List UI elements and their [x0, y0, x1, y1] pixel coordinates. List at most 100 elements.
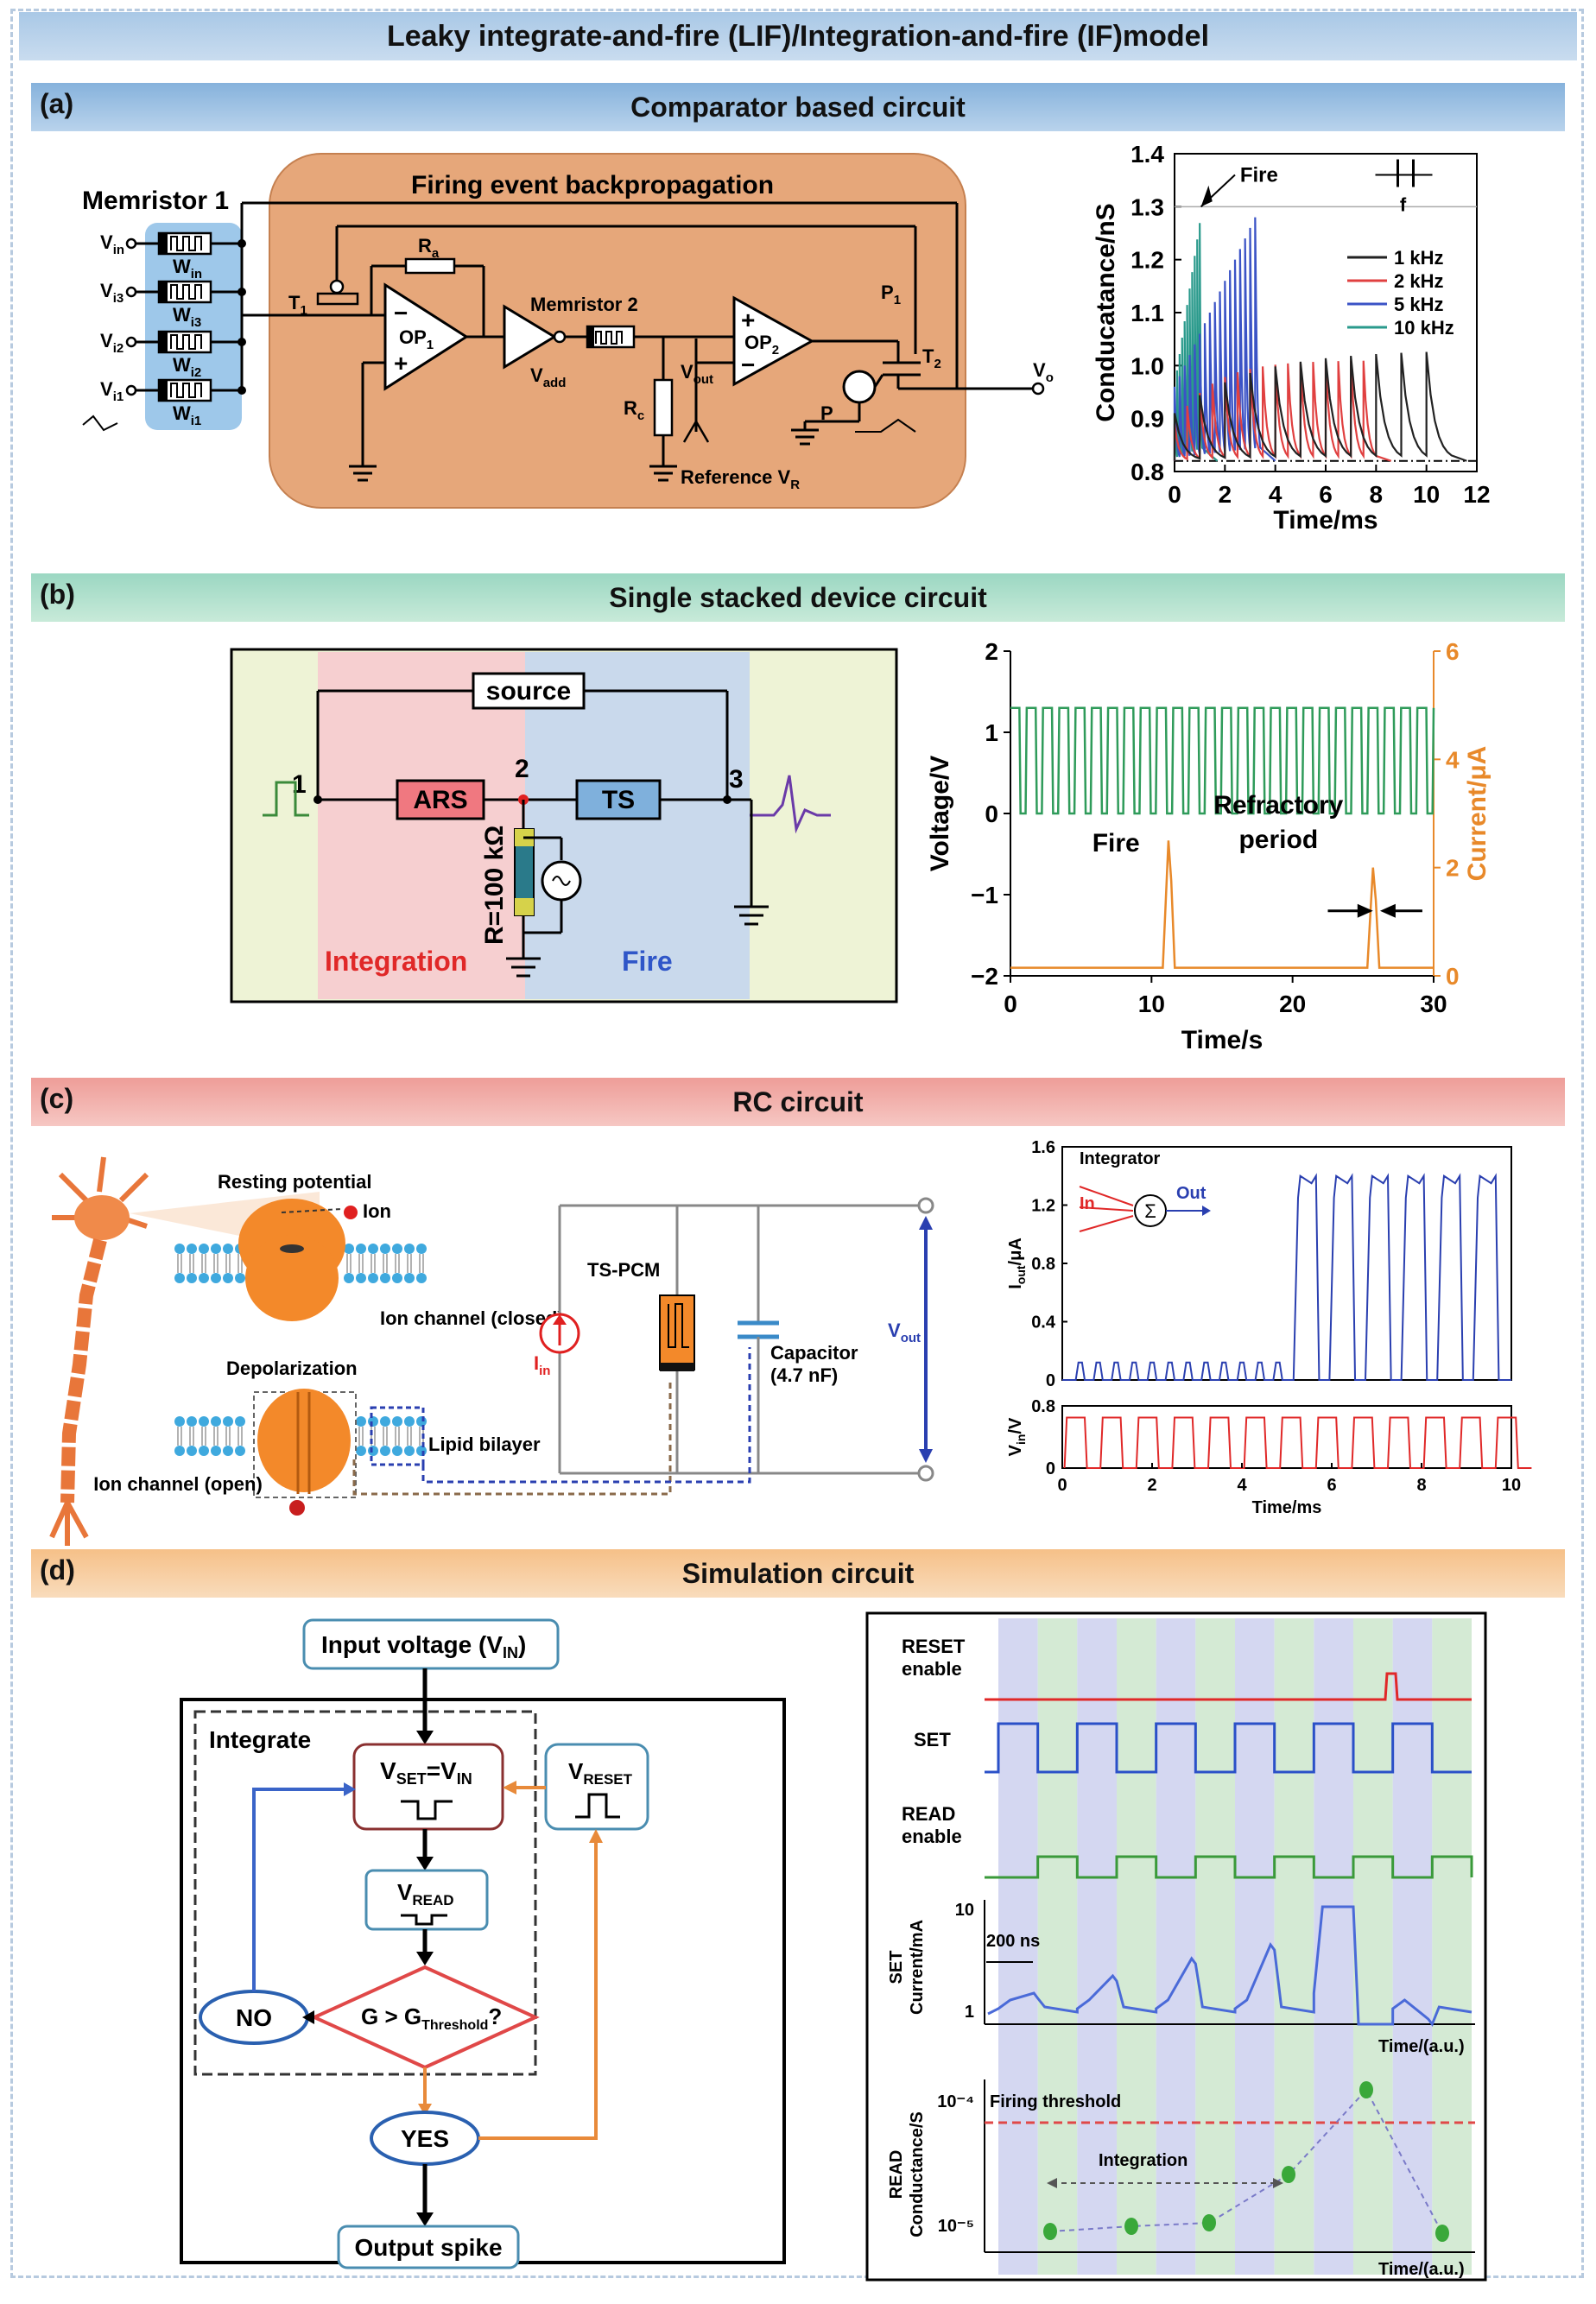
y-tick-label: −1 — [971, 882, 998, 908]
conductance-path — [1049, 2088, 1443, 2234]
x-tick-label: 0 — [1168, 481, 1181, 508]
section-d-title: Simulation circuit — [681, 1558, 915, 1589]
conductance-point — [1202, 2214, 1216, 2231]
terminal-top — [917, 1197, 934, 1214]
section-a-bar: (a) Comparator based circuit — [31, 83, 1565, 131]
capacitor-label: Capacitor — [770, 1342, 858, 1364]
vadd-label: Vadd — [530, 364, 566, 390]
integrate-box — [193, 1710, 537, 2076]
bilayer-label: Lipid bilayer — [428, 1434, 541, 1455]
x-tick-label: 12 — [1463, 481, 1490, 508]
integration-region — [318, 652, 525, 999]
link-to-capacitor — [421, 1347, 751, 1484]
conductance-point — [1359, 2081, 1373, 2098]
integrator-label: Integrator — [1080, 1149, 1161, 1168]
op1-symbol — [383, 282, 469, 391]
y-tick-label: 0 — [1046, 1371, 1055, 1390]
p-label: P — [820, 402, 833, 424]
phase-band — [1037, 1618, 1078, 2275]
time-label-1: Time/(a.u.) — [1378, 2037, 1465, 2056]
section-b-bar: (b) Single stacked device circuit — [31, 573, 1565, 622]
set-trace — [985, 1722, 1472, 1774]
set-current-trace — [987, 1905, 1472, 2028]
y-tick-label: 1.6 — [1031, 1138, 1055, 1157]
ground-b1 — [734, 905, 769, 926]
ground-1 — [349, 465, 377, 482]
y-axis-label-right: Current/μA — [1463, 746, 1492, 882]
weight-label: Win — [173, 256, 202, 282]
y-axis-label: Conducatance/nS — [1092, 203, 1120, 421]
ion-channel-open — [257, 1389, 351, 1492]
section-d-bar: (d) Simulation circuit — [31, 1549, 1565, 1598]
time-label-2: Time/(a.u.) — [1378, 2260, 1465, 2279]
legend-label: 5 kHz — [1394, 294, 1443, 315]
open-label: Ion channel (open) — [93, 1473, 263, 1495]
top-plot-frame — [1061, 1146, 1512, 1381]
y-axis-label-left: Voltage/V — [926, 756, 954, 871]
vread-label: VREAD — [397, 1879, 454, 1908]
section-a-label: (a) — [40, 88, 74, 119]
rc-label: Rc — [624, 397, 644, 423]
figure-title: Leaky integrate-and-fire (LIF)/Integrati… — [19, 12, 1577, 60]
bottom-y-axis-label: Vin/V — [1006, 1417, 1028, 1456]
x-tick-label: 10 — [1413, 481, 1440, 508]
y-tick-label: 0.8 — [1130, 459, 1164, 485]
yes-reset-arrow — [478, 1841, 598, 2140]
read-trace — [985, 1855, 1473, 1879]
phase-band — [1353, 1618, 1393, 2275]
section-a-title: Comparator based circuit — [630, 92, 966, 123]
y-tick-label: 1.0 — [1130, 352, 1164, 379]
y-tick-1: 1 — [965, 2003, 974, 2022]
weight-label: Wi2 — [173, 354, 201, 380]
vin-trace — [1063, 1416, 1532, 1469]
input-arrow — [1079, 1206, 1134, 1212]
voltage-trace — [1010, 706, 1435, 815]
x-tick-label: 0 — [1004, 991, 1017, 1017]
y-right-tick-label: 0 — [1446, 963, 1460, 990]
svg-text:+: + — [741, 307, 755, 333]
y-tick-e5: 10⁻⁵ — [938, 2217, 974, 2236]
set-label: SET — [914, 1729, 951, 1750]
y-tick-label: 0.8 — [1031, 1255, 1055, 1274]
x-axis-label: Time/ms — [1252, 1498, 1322, 1517]
out-label: Out — [1176, 1184, 1206, 1203]
phase-band — [1432, 1618, 1472, 2275]
ts-label: TS — [602, 786, 635, 814]
iout-trace — [1062, 1173, 1511, 1381]
ground-ref — [649, 465, 677, 482]
t2-label: T2 — [922, 345, 941, 371]
y-tick-10: 10 — [955, 1901, 974, 1920]
input-voltage-label: Vi3 — [100, 280, 124, 306]
phase-band — [1156, 1618, 1196, 2275]
output-spike-label: Output spike — [354, 2234, 502, 2261]
vo-label: Vo — [1033, 359, 1054, 385]
phase-band — [1117, 1618, 1156, 2275]
section-d-label: (d) — [40, 1554, 75, 1586]
x-tick-label: 4 — [1269, 481, 1282, 508]
y-tick-label: 0 — [985, 801, 998, 827]
capacitor-value: (4.7 nF) — [770, 1364, 838, 1386]
legend-label: 10 kHz — [1394, 317, 1454, 339]
x-axis-label: Time/ms — [1273, 506, 1378, 535]
x-tick-label: 6 — [1327, 1476, 1336, 1495]
phase-band — [998, 1618, 1038, 2275]
y-tick-label: −2 — [971, 963, 998, 990]
ground-b2 — [506, 957, 541, 978]
vout-label: Vout — [888, 1320, 921, 1345]
x-tick-label: 2 — [1219, 481, 1232, 508]
fire-region — [525, 652, 750, 999]
y-right-tick-label: 2 — [1446, 855, 1460, 882]
frequency-label: f — [1400, 194, 1407, 216]
threshold-label: G > GThreshold? — [361, 2003, 502, 2033]
op2-label: OP2 — [744, 332, 779, 358]
no-label: NO — [236, 2004, 272, 2031]
node-3-label: 3 — [729, 765, 744, 794]
